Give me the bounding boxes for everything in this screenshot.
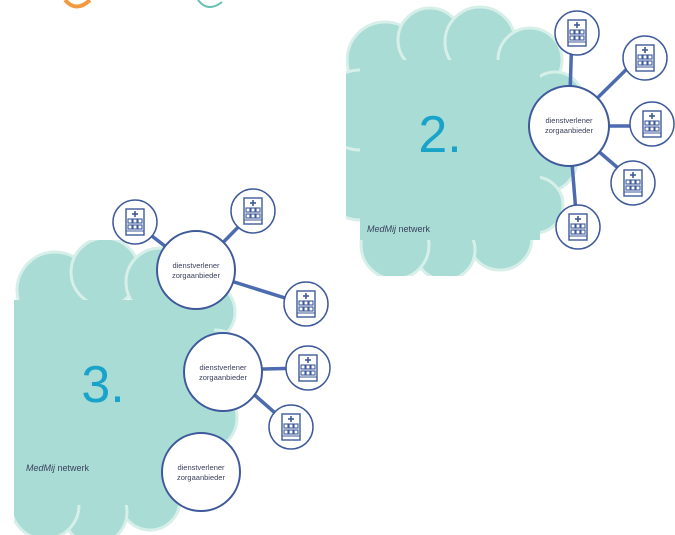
hospital-icon xyxy=(296,290,316,318)
hospital-icon xyxy=(243,197,263,225)
diagram-2: dienstverlener zorgaanbieder 2. MedMij n… xyxy=(346,5,675,276)
hospital-node-3c xyxy=(283,281,329,327)
diagram-3: dienstverlener zorgaanbieder dienstverle… xyxy=(14,188,331,535)
network-label-3-rest: netwerk xyxy=(55,463,90,473)
hospital-icon xyxy=(623,169,643,197)
hub-3c-line2: zorgaanbieder xyxy=(177,473,225,482)
hub-node-3b xyxy=(183,332,263,412)
hub-3b-line2: zorgaanbieder xyxy=(199,373,247,382)
hospital-node-2d xyxy=(610,160,656,206)
hub-3a-line2: zorgaanbieder xyxy=(172,271,220,280)
hub-3a-line1: dienstverlener xyxy=(172,261,220,270)
diagram-2-number: 2. xyxy=(418,106,461,164)
hospital-icon xyxy=(281,413,301,441)
hub-node-3c xyxy=(161,432,241,512)
hospital-node-2a xyxy=(554,10,600,56)
hospital-node-2c xyxy=(629,101,675,147)
hospital-icon xyxy=(568,213,588,241)
hub-3c-line1: dienstverlener xyxy=(177,463,225,472)
hospital-node-3e xyxy=(268,404,314,450)
partial-orange-shape xyxy=(63,0,92,9)
hospital-icon xyxy=(642,110,662,138)
hospital-icon xyxy=(298,354,318,382)
hospital-icon xyxy=(125,208,145,236)
hospital-node-3b xyxy=(230,188,276,234)
diagram-3-number: 3. xyxy=(81,356,124,414)
hospital-node-2e xyxy=(555,204,601,250)
hub-2-line1: dienstverlener xyxy=(545,116,593,125)
network-label-3-italic: MedMij xyxy=(26,463,56,473)
hub-node-3a xyxy=(156,230,236,310)
hospital-node-3a xyxy=(112,199,158,245)
hospital-icon xyxy=(567,19,587,47)
network-label-3: MedMij netwerk xyxy=(26,463,90,473)
hospital-node-2b xyxy=(622,35,668,81)
hub-node-2 xyxy=(528,85,610,167)
network-label-2-rest: netwerk xyxy=(396,224,431,234)
partial-teal-shape xyxy=(197,0,223,8)
network-label-2: MedMij netwerk xyxy=(367,224,431,234)
network-label-2-italic: MedMij xyxy=(367,224,397,234)
hospital-node-3d xyxy=(285,345,331,391)
hospital-icon xyxy=(635,44,655,72)
hub-2-line2: zorgaanbieder xyxy=(545,126,593,135)
hub-3b-line1: dienstverlener xyxy=(199,363,247,372)
